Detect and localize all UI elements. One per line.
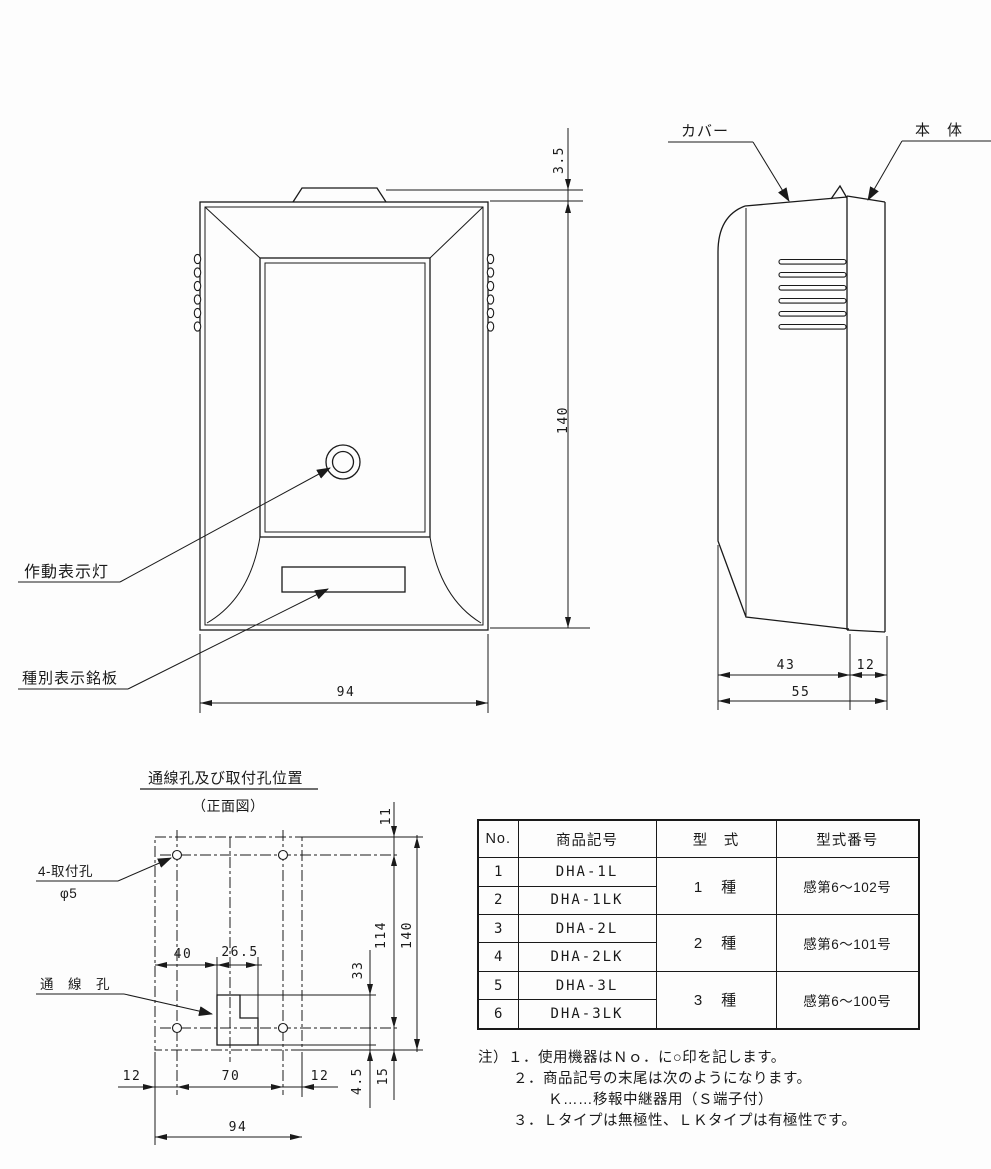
table-row: 5 DHA-3L 3 種 感第6～100号 <box>477 970 920 1030</box>
indicator-label: 作動表示灯 <box>24 563 109 581</box>
table-row: 1 DHA-1L 1 種 感第6～102号 <box>477 857 920 915</box>
nameplate-label: 種別表示銘板 <box>22 669 118 687</box>
note-line-3: Ｋ……移報中継器用（Ｓ端子付） <box>548 1092 773 1108</box>
cover-outline <box>199 201 489 631</box>
header-model: 型式番号 <box>775 819 920 859</box>
dim-11: 11 <box>379 807 394 826</box>
dim-26-5: 26.5 <box>221 945 258 960</box>
cell-type: 1 種 <box>655 857 777 915</box>
cell-type: 2 種 <box>655 913 777 972</box>
cell-no: 2 <box>477 885 519 915</box>
header-no: No. <box>477 819 519 859</box>
dim-4-5: 4.5 <box>350 1067 365 1095</box>
side-latch-bumps <box>193 253 495 332</box>
cover-label: カバー <box>681 123 729 140</box>
front-panel <box>259 257 431 538</box>
hole-layout-title: 通線孔及び取付孔位置 <box>148 770 303 787</box>
note-line-4: ３．Ｌタイプは無極性、ＬＫタイプは有極性です。 <box>513 1113 857 1129</box>
cell-code: DHA-1LK <box>517 885 657 915</box>
wiring-hole-leader <box>123 993 213 1016</box>
mounting-holes <box>171 849 289 1034</box>
cover-leader <box>752 141 790 202</box>
note-line-1: 注）１．使用機器はＮｏ．に○印を記します。 <box>478 1050 786 1066</box>
dim-55: 55 <box>792 685 811 700</box>
side-view: カバー 本 体 43 12 55 <box>668 122 991 710</box>
cell-no: 1 <box>477 857 519 887</box>
mounting-hole-leader <box>117 857 172 882</box>
dim-43: 43 <box>777 658 796 673</box>
cell-no: 5 <box>477 970 519 1001</box>
header-code: 商品記号 <box>517 819 657 859</box>
cover-top-tab <box>292 187 387 203</box>
wiring-hole <box>216 994 259 1046</box>
mounting-holes-label: 4-取付孔 <box>38 864 93 879</box>
type-nameplate <box>281 566 406 593</box>
cell-no: 6 <box>477 999 519 1030</box>
dim-140-layout: 140 <box>400 921 415 949</box>
dim-33: 33 <box>351 961 366 980</box>
wiring-hole-label: 通 線 孔 <box>40 977 110 992</box>
vent-slots <box>778 258 847 330</box>
indicator-lamp <box>325 444 361 480</box>
hole-layout-subtitle: （正面図） <box>192 798 265 814</box>
dim-70: 70 <box>222 1069 241 1084</box>
dim-140: 140 <box>556 406 571 434</box>
model-table: No. 商品記号 型 式 型式番号 1 DHA-1L 1 種 感第6～102号 … <box>477 819 920 1030</box>
dim-114: 114 <box>374 921 389 949</box>
table-row: 4 DHA-2LK <box>477 942 919 972</box>
side-cover-profile <box>717 205 850 630</box>
indicator-leader <box>119 467 331 583</box>
body-leader <box>867 140 903 201</box>
front-view: 作動表示灯 種別表示銘板 3.5 140 94 <box>18 128 590 713</box>
hole-diameter-label: φ5 <box>60 886 77 901</box>
dim-40: 40 <box>174 947 193 962</box>
table-header-row: No. 商品記号 型 式 型式番号 <box>477 819 920 859</box>
header-type: 型 式 <box>655 819 777 859</box>
cell-model: 感第6～101号 <box>775 913 920 972</box>
cell-no: 3 <box>477 913 519 944</box>
body-label: 本 体 <box>915 122 963 139</box>
dim-12-left: 12 <box>123 1069 142 1084</box>
dim-94-layout: 94 <box>229 1120 248 1135</box>
hole-layout-view: 通線孔及び取付孔位置 （正面図） 4-取付孔 φ5 通 線 孔 <box>36 770 423 1145</box>
cell-type: 3 種 <box>655 970 777 1030</box>
dim-12-right: 12 <box>311 1069 330 1084</box>
cell-code: DHA-2L <box>517 913 657 944</box>
table-row: 6 DHA-3LK <box>477 999 919 1030</box>
side-latch-hook <box>830 184 848 200</box>
dim-15: 15 <box>376 1067 391 1086</box>
dim-3-5: 3.5 <box>552 146 567 174</box>
nameplate-leader <box>127 588 329 690</box>
table-row: 3 DHA-2L 2 種 感第6～101号 <box>477 913 920 972</box>
dim-12-side: 12 <box>857 658 876 673</box>
cell-code: DHA-2LK <box>517 942 657 972</box>
note-line-2: ２．商品記号の末尾は次のようになります。 <box>513 1071 812 1087</box>
cell-no: 4 <box>477 942 519 972</box>
cell-code: DHA-1L <box>517 857 657 887</box>
cell-model: 感第6～100号 <box>775 970 920 1030</box>
dim-94: 94 <box>337 685 356 700</box>
cell-code: DHA-3L <box>517 970 657 1001</box>
cell-model: 感第6～102号 <box>775 857 920 915</box>
cell-code: DHA-3LK <box>517 999 657 1030</box>
